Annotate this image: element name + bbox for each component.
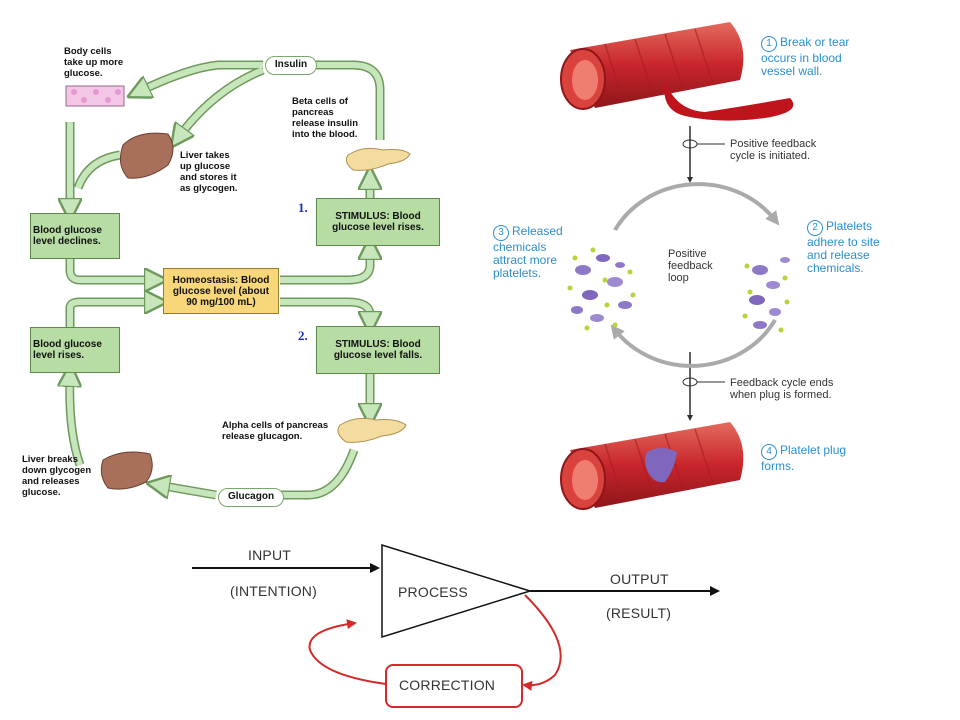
stimulus-rises-box: STIMULUS: Blood glucose level rises. [316, 198, 440, 246]
step-4-text: Platelet plug forms. [761, 443, 847, 473]
process-label: PROCESS [398, 584, 468, 600]
step-3-number: 3 [493, 225, 509, 241]
correction-box [385, 664, 523, 708]
loop-graphics [190, 535, 730, 717]
step-2-number: 2 [807, 220, 823, 236]
alpha-cells-label: Alpha cells of pancreas release glucagon… [222, 420, 329, 442]
glucose-declines-box: Blood glucose level declines. [30, 213, 120, 259]
cycle-initiated-label: Positive feedback cycle is initiated. [730, 138, 817, 162]
process-triangle [381, 543, 533, 639]
step-1-number: 1 [761, 36, 777, 52]
liver-breaks-label: Liver breaks down glycogen and releases … [22, 454, 92, 498]
positive-feedback-loop-label: Positive feedback loop [668, 248, 713, 284]
liver-image-top [119, 132, 174, 179]
step-1-text: Break or tear occurs in blood vessel wal… [761, 35, 850, 78]
input-process-output-diagram: INPUT (INTENTION) PROCESS OUTPUT (RESULT… [190, 535, 730, 717]
cycle-ends-label: Feedback cycle ends when plug is formed. [730, 377, 834, 401]
beta-cells-label: Beta cells of pancreas release insulin i… [292, 96, 359, 140]
clotting-graphics [560, 22, 794, 510]
glucagon-label: Glucagon [218, 488, 284, 507]
result-label: (RESULT) [606, 605, 672, 621]
liver-image-bottom [100, 451, 153, 490]
stimulus-falls-box: STIMULUS: Blood glucose level falls. [316, 326, 440, 374]
glucose-homeostasis-diagram: Body cells take up more glucose. Insulin… [18, 30, 448, 515]
pancreas-image-top [345, 147, 411, 171]
pancreas-image-bottom [337, 417, 407, 443]
step-1-number: 1. [298, 200, 308, 215]
glucose-rises-box: Blood glucose level rises. [30, 327, 120, 373]
homeostasis-box: Homeostasis: Blood glucose level (about … [163, 268, 279, 314]
step-3-text: Released chemicals attract more platelet… [493, 224, 563, 280]
plugged-vessel-image [560, 422, 744, 510]
platelets-left-cluster [567, 247, 636, 331]
liver-takes-label: Liver takes up glucose and stores it as … [180, 150, 238, 194]
output-label: OUTPUT [610, 571, 669, 587]
glucose-arrows [18, 60, 411, 500]
body-cells-label: Body cells take up more glucose. [64, 46, 124, 79]
intention-label: (INTENTION) [230, 583, 317, 599]
input-label: INPUT [248, 547, 291, 563]
step-4-number: 4 [761, 444, 777, 460]
step-2-text: Platelets adhere to site and release che… [807, 219, 880, 275]
torn-vessel-image [560, 22, 794, 121]
body-cells-image [65, 85, 125, 107]
correction-label: CORRECTION [399, 677, 496, 693]
platelets-right-cluster [742, 257, 790, 333]
step-2-number: 2. [298, 328, 308, 343]
insulin-label: Insulin [265, 56, 317, 75]
